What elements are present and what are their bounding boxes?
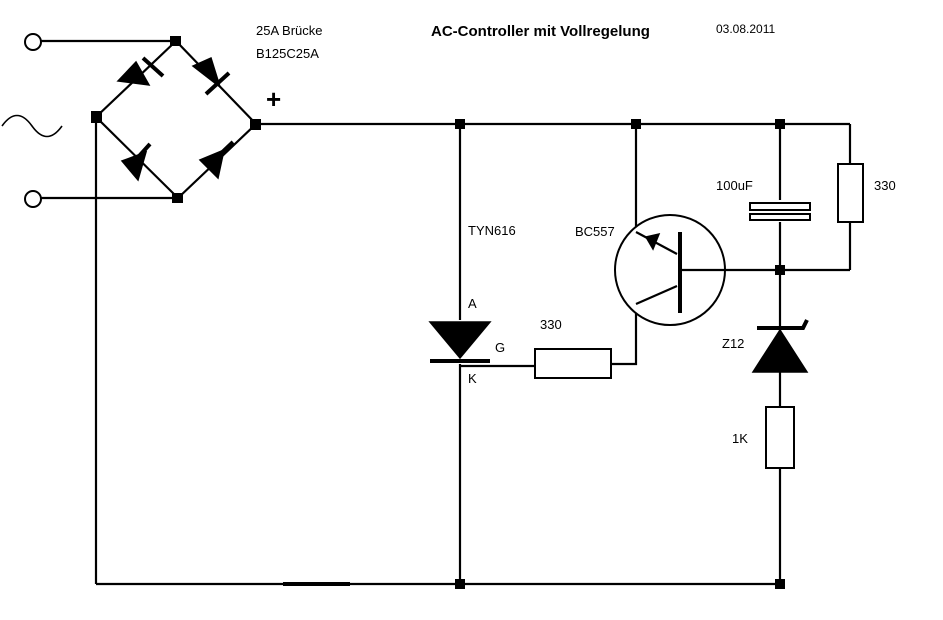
- gate-resistor-value: 330: [540, 317, 562, 332]
- ac-terminal-top: [24, 33, 42, 51]
- series-resistor: 1K: [732, 406, 795, 469]
- capacitor-plate-icon: [749, 213, 811, 221]
- ac-terminal-bottom: [24, 190, 42, 208]
- thyristor: TYN616 A G K: [428, 223, 535, 386]
- transistor-part-label: BC557: [575, 224, 615, 239]
- series-resistor-value: 1K: [732, 431, 748, 446]
- base-resistor-value: 330: [874, 178, 896, 193]
- thyristor-part-label: TYN616: [468, 223, 516, 238]
- ac-input: [1, 33, 178, 208]
- zener-label: Z12: [722, 336, 744, 351]
- capacitor-value-label: 100uF: [716, 178, 753, 193]
- thyristor-anode-label: A: [468, 296, 477, 311]
- ac-symbol-icon: [1, 114, 63, 138]
- transistor: BC557: [575, 214, 726, 326]
- capacitor: 100uF: [716, 178, 812, 222]
- diode-icon: [191, 56, 231, 96]
- zener-diode: Z12: [722, 319, 809, 373]
- zener-icon: [751, 328, 809, 373]
- gate-resistor: 330: [534, 300, 638, 379]
- diode-icon: [120, 142, 152, 182]
- resistor-icon: [765, 406, 795, 469]
- diode-icon: [116, 56, 165, 86]
- bridge-rectifier: 25A Brücke B125C25A +: [91, 23, 323, 203]
- resistor-icon: [534, 348, 612, 379]
- diagram-title: AC-Controller mit Vollregelung: [431, 23, 650, 40]
- bridge-part-label: B125C25A: [256, 46, 319, 61]
- diagram-date: 03.08.2011: [716, 22, 775, 36]
- base-resistor: 330: [837, 163, 896, 223]
- bridge-rating-label: 25A Brücke: [256, 23, 323, 38]
- diode-icon: [198, 140, 235, 180]
- thyristor-gate-label: G: [495, 340, 505, 355]
- thyristor-cathode-label: K: [468, 371, 477, 386]
- plus-sign-label: +: [266, 84, 281, 114]
- thyristor-icon: [428, 321, 492, 360]
- resistor-icon: [837, 163, 864, 223]
- capacitor-plate-icon: [749, 202, 811, 211]
